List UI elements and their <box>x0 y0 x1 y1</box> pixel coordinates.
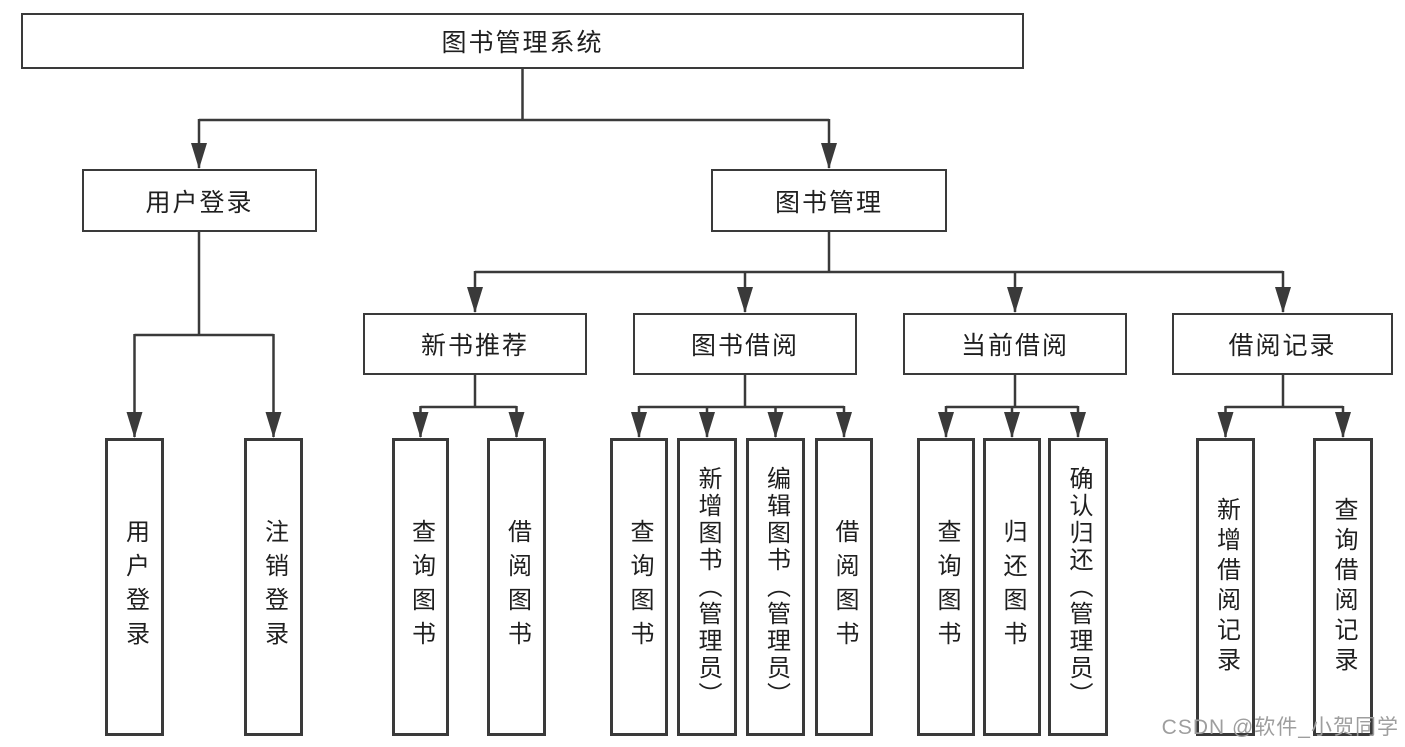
leaf-label: 查询图书 <box>626 519 653 655</box>
leaf-confirm-return-admin: 确认归还（管理员） <box>1048 438 1108 736</box>
leaf-logout: 注销登录 <box>244 438 303 736</box>
leaf-label: 新增图书（管理员） <box>694 465 721 709</box>
connector-lines <box>133 68 1345 437</box>
node-book-borrowing: 图书借阅 <box>633 313 857 375</box>
node-current-borrowing: 当前借阅 <box>903 313 1127 375</box>
node-root-library-management-system: 图书管理系统 <box>21 13 1024 69</box>
leaf-label: 查询借阅记录 <box>1330 497 1357 677</box>
leaf-label: 新增借阅记录 <box>1212 497 1240 677</box>
csdn-watermark: CSDN @软件_小贺同学 <box>1161 716 1399 739</box>
leaf-label: 归还图书 <box>999 519 1026 655</box>
leaf-add-borrow-record: 新增借阅记录 <box>1196 438 1255 736</box>
leaf-query-borrow-record: 查询借阅记录 <box>1313 438 1373 736</box>
leaf-query-books-1: 查询图书 <box>392 438 449 736</box>
leaf-label: 查询图书 <box>407 519 435 655</box>
leaf-borrow-books-2: 借阅图书 <box>815 438 873 736</box>
leaf-edit-books-admin: 编辑图书（管理员） <box>746 438 805 736</box>
leaf-return-books: 归还图书 <box>983 438 1041 736</box>
leaf-label: 查询图书 <box>933 519 960 655</box>
leaf-label: 注销登录 <box>260 519 288 655</box>
leaf-label: 确认归还（管理员） <box>1065 465 1092 709</box>
node-book-management: 图书管理 <box>711 169 947 232</box>
leaf-query-books-2: 查询图书 <box>610 438 668 736</box>
node-borrowing-records: 借阅记录 <box>1172 313 1393 375</box>
node-user-login: 用户登录 <box>82 169 317 232</box>
leaf-user-login: 用户登录 <box>105 438 164 736</box>
leaf-query-books-3: 查询图书 <box>917 438 975 736</box>
node-new-book-recommendation: 新书推荐 <box>363 313 587 375</box>
leaf-label: 借阅图书 <box>831 519 858 655</box>
leaf-label: 借阅图书 <box>503 519 531 655</box>
leaf-label: 编辑图书（管理员） <box>762 465 790 709</box>
leaf-add-books-admin: 新增图书（管理员） <box>677 438 737 736</box>
leaf-label: 用户登录 <box>121 519 149 655</box>
leaf-borrow-books-1: 借阅图书 <box>487 438 546 736</box>
